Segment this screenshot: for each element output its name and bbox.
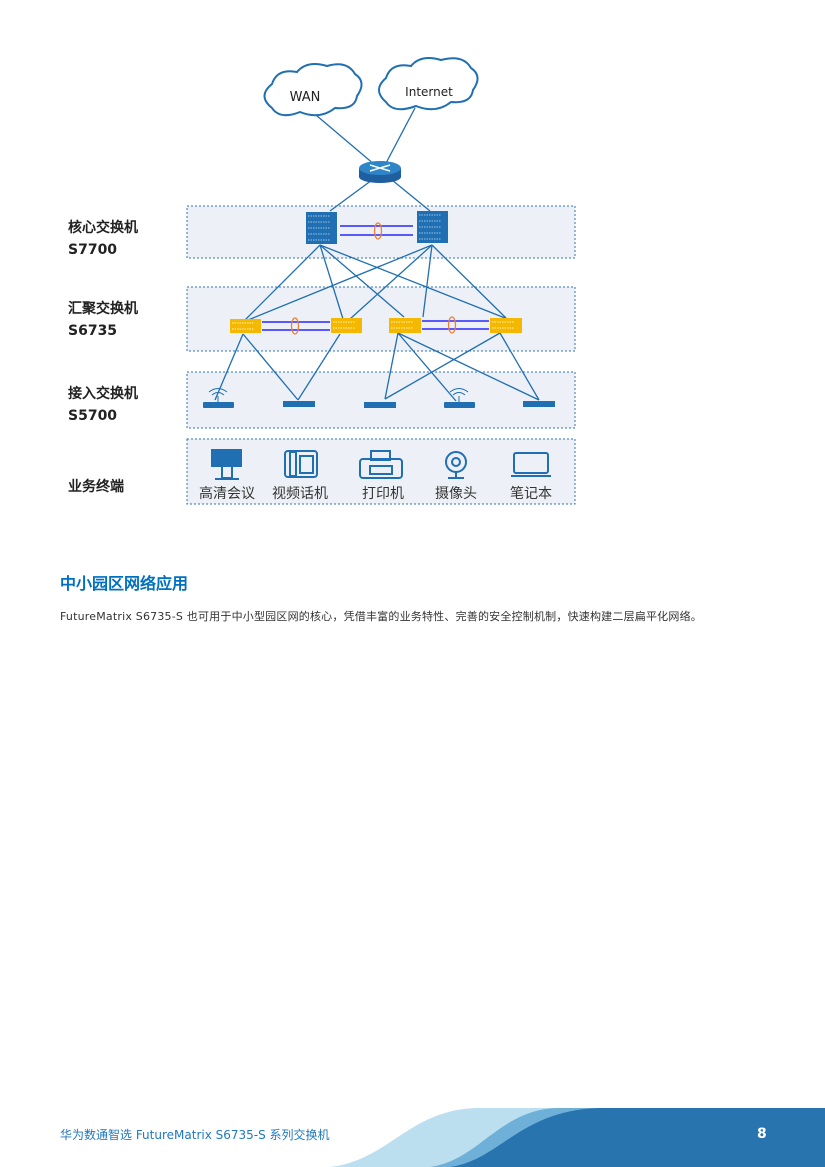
terminal-label: 摄像头 (435, 486, 477, 502)
terminal-layer-name: 业务终端 (68, 479, 124, 495)
ip-phone-icon (284, 450, 318, 478)
aggregation-layer-model: S6735 (68, 323, 118, 339)
terminal-layer-box (186, 438, 576, 505)
access-devices (203, 388, 555, 408)
section-body: FutureMatrix S6735-S 也可用于中小型园区网的核心，凭借丰富的… (60, 610, 702, 623)
laptop-icon (511, 452, 551, 477)
terminal-label: 视频话机 (272, 486, 328, 502)
core-switch-icon (417, 211, 448, 243)
core-layer-model: S7700 (68, 242, 118, 258)
access-switch-icon (364, 402, 396, 408)
link-bundle-icon (447, 316, 457, 334)
aggregation-switch-icon (331, 318, 362, 333)
access-switch-icon (523, 401, 555, 407)
printer-icon (359, 450, 403, 479)
terminal-label: 高清会议 (199, 485, 255, 502)
page-number: 8 (757, 1126, 767, 1142)
footer-title: 华为数通智选 FutureMatrix S6735-S 系列交换机 (60, 1128, 330, 1142)
router-icon (359, 161, 401, 183)
terminal-label: 打印机 (362, 485, 404, 502)
links (214, 107, 540, 402)
internet-cloud: Internet (378, 57, 479, 111)
wireless-ap-icon (444, 388, 475, 408)
internet-label: Internet (405, 85, 453, 99)
section-heading: 中小园区网络应用 (60, 574, 189, 593)
aggregation-layer-name: 汇聚交换机 (68, 301, 138, 317)
access-layer-name: 接入交换机 (68, 386, 138, 402)
link-bundle-icon (373, 222, 383, 240)
video-conference-icon (211, 449, 242, 480)
core-layer-name: 核心交换机 (68, 220, 138, 236)
terminal-label: 笔记本 (510, 486, 552, 502)
access-layer-box (186, 371, 576, 429)
aggregation-switch-icon (389, 318, 421, 333)
core-stack-link (340, 225, 413, 236)
aggregation-switch-icon (230, 319, 261, 333)
camera-icon (445, 451, 467, 479)
footer-wave-decoration (330, 1108, 825, 1167)
aggregation-switch-icon (490, 318, 522, 333)
wan-label: WAN (290, 90, 321, 105)
wan-cloud: WAN (263, 63, 363, 117)
access-layer-model: S5700 (68, 408, 118, 424)
wireless-ap-icon (203, 388, 234, 408)
link-bundle-icon (290, 317, 300, 335)
core-switch-icon (306, 212, 337, 244)
access-switch-icon (283, 401, 315, 407)
